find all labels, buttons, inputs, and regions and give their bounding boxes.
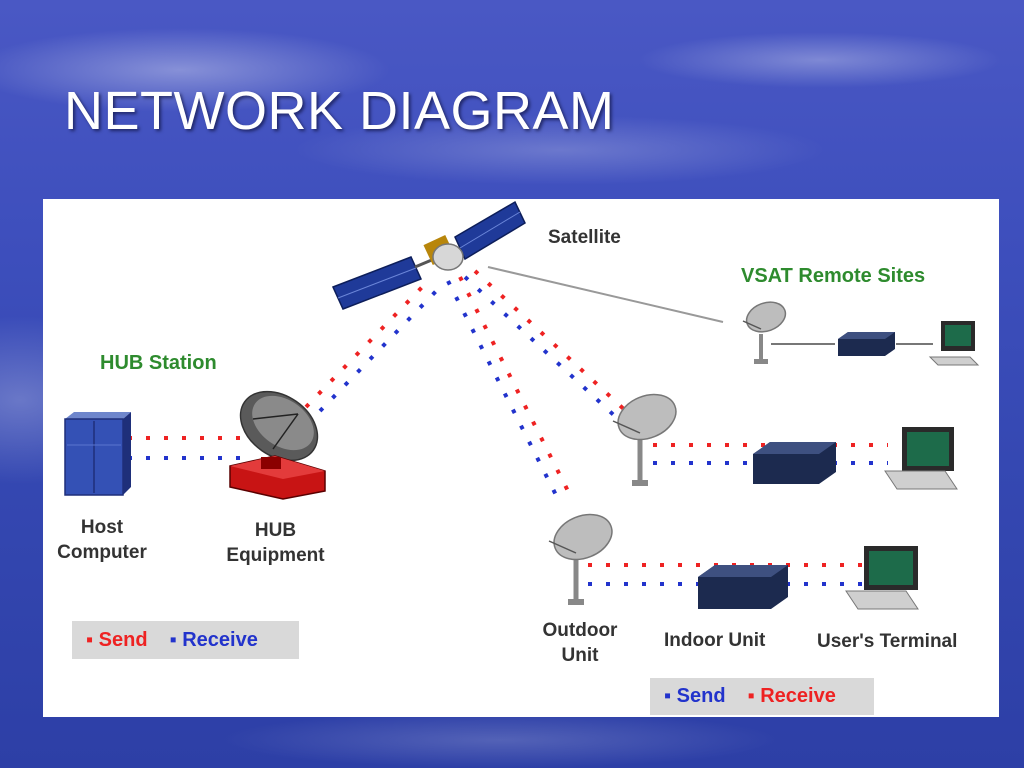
hub-legend-send: ▪ Send [86,628,148,651]
remote-dish-2-icon [612,393,677,486]
satellite-icon [331,200,526,310]
hub-station-label: HUB Station [100,352,217,374]
hub-dish-icon [239,390,319,462]
sat-remote2-send-link [463,275,620,421]
remote-legend-receive-text: Receive [760,685,836,707]
indoor-unit-2-icon [753,442,836,484]
signal-links [128,266,933,586]
terminal-2-icon [884,427,958,490]
indoor-unit-label: Indoor Unit [664,630,766,651]
hub-sat-receive-link [318,283,444,413]
outdoor-unit-label-line2: Unit [561,645,599,666]
hub-equipment-label-line2: Equipment [226,545,325,566]
terminal-3-icon [845,546,919,610]
network-diagram-panel: Satellite VSAT Remote Sites HUB Station … [43,199,999,717]
host-computer-label-line1: Host [80,517,124,538]
remote-legend: ▪ Send ▪ Receive [650,678,874,715]
outdoor-unit-label-line1: Outdoor [542,620,618,641]
sat-remote3-send-link [446,280,560,500]
hub-legend-send-text: Send [98,628,148,651]
satellite-label: Satellite [548,227,621,248]
remote-legend-send: ▪ Send [664,685,726,707]
host-computer-icon [64,412,131,496]
sat-remote1-link [487,266,724,323]
hub-equipment-label: HUB Equipment [218,518,333,568]
remote-dish-3-icon [548,513,613,605]
indoor-unit-3-icon [698,565,788,609]
remote-dish-1-icon [742,301,787,364]
hub-equipment-label-line1: HUB [254,520,297,541]
hub-legend: ▪ Send ▪ Receive [72,621,299,659]
hub-sat-send-link [304,279,430,409]
hub-legend-receive: ▪ Receive [169,628,258,651]
users-terminal-label: User's Terminal [817,631,958,652]
host-computer-label-line2: Computer [57,542,147,563]
vsat-remote-sites-label: VSAT Remote Sites [741,265,926,287]
hub-equipment-icon [229,455,326,500]
remote-legend-receive: ▪ Receive [747,685,836,707]
outdoor-unit-label: Outdoor Unit [530,618,630,668]
diagram-canvas [64,200,980,610]
sat-remote2-receive-link [473,269,630,415]
terminal-1-icon [928,321,980,366]
host-computer-label: Host Computer [47,515,157,565]
remote-legend-send-text: Send [676,685,726,707]
indoor-unit-1-icon [838,332,895,356]
slide-title: NETWORK DIAGRAM [64,81,615,141]
hub-legend-receive-text: Receive [182,628,258,651]
